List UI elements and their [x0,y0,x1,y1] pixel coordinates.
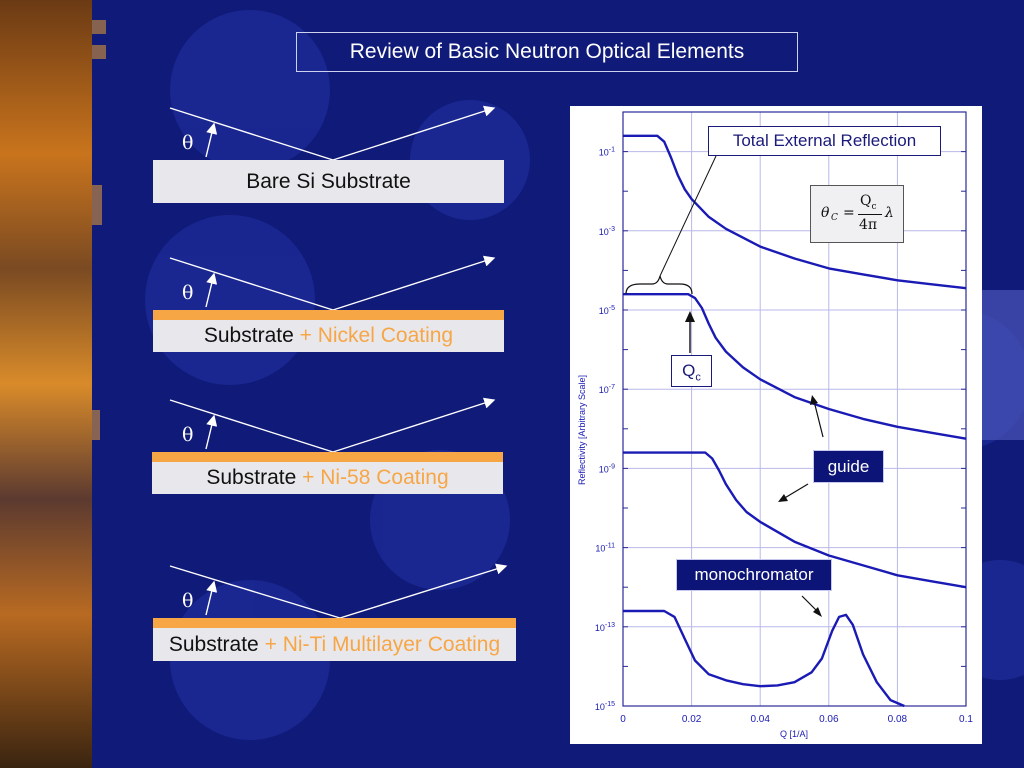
guide-arrow-1 [813,400,824,438]
plus-sign: + [302,466,315,489]
monochromator-arrow-head [813,607,822,617]
slide-title: Review of Basic Neutron Optical Elements [296,32,798,72]
multilayer-coated-substrate: Substrate + Ni-Ti Multilayer Coating [153,618,516,661]
critical-angle-formula: θ C = Qc 4π λ [810,185,904,243]
substrate-label: Substrate [206,466,297,489]
formula-lambda: λ [885,205,894,221]
x-tick-labels: 0 0.02 0.04 0.06 0.08 0.1 [620,714,973,725]
bare-si-substrate: Bare Si Substrate [153,160,504,203]
formula-num-q: Q [860,193,872,209]
qc-brace [625,275,693,295]
y-tick-label: 10-3 [599,226,615,237]
y-tick-label: 10-9 [599,463,615,474]
formula-fraction-bar [858,214,882,215]
y-tick-label: 10-1 [599,147,615,158]
guide-label: guide [813,450,884,483]
reflected-ray-3 [332,397,496,453]
substrate-label: Substrate [168,633,259,656]
y-tick-labels: 10-1 10-3 10-5 10-7 10-9 10-11 10-13 10-15 [595,147,615,712]
incident-ray-3 [169,399,334,453]
ni58-coated-substrate: Substrate + Ni-58 Coating [152,452,503,494]
nickel-coated-substrate: Substrate + Nickel Coating [153,310,504,352]
theta-label-1: θ [182,132,194,154]
qc-label: Qc [671,355,712,387]
reflected-ray-4 [339,563,508,619]
ter-pointer-line [659,155,717,277]
guide-arrow-2-head [778,494,788,502]
coating-label: Ni-Ti Multilayer Coating [282,633,501,656]
angle-arrow-4 [205,580,218,616]
guide-arrow-2 [782,483,809,500]
x-tick-label: 0 [620,714,626,725]
theta-label-2: θ [182,282,194,304]
coating-label: Nickel Coating [317,324,454,347]
reflectivity-curve-1 [623,134,967,290]
reflectivity-curve-4 [623,609,905,708]
incident-ray-1 [169,107,334,161]
y-axis-label: Reflectivity [Arbitrary Scale] [577,375,587,485]
reflected-ray-1 [332,105,496,161]
qc-text: Q [682,361,696,380]
x-tick-label: 0.02 [682,714,702,725]
guide-arrow-1-head [810,395,818,405]
angle-arrow-3 [205,414,218,450]
x-tick-label: 0.08 [888,714,908,725]
y-tick-label: 10-13 [595,622,615,633]
y-tick-label: 10-11 [595,543,615,554]
reflectivity-curve-3 [623,451,967,589]
qc-arrow-head [685,311,695,322]
formula-equals: = [843,205,855,221]
formula-denominator: 4π [859,217,878,233]
y-tick-label: 10-15 [595,701,615,712]
angle-arrow-2 [205,272,218,308]
monochromator-arrow [801,595,819,613]
theta-label-3: θ [182,424,194,446]
y-tick-label: 10-7 [599,384,615,395]
x-tick-label: 0.04 [750,714,770,725]
qc-subscript: c [695,371,701,384]
monochromator-label: monochromator [676,559,832,591]
theta-label-4: θ [182,590,194,612]
plot-panel [570,106,982,744]
coating-label: Ni-58 Coating [320,466,449,489]
x-axis-label: Q [1/A] [780,729,808,739]
angle-arrow-1 [205,122,218,158]
total-external-reflection-label: Total External Reflection [708,126,941,156]
incident-ray-4 [169,565,341,619]
plus-sign: + [299,324,312,347]
substrate-label: Substrate [203,324,294,347]
x-tick-label: 0.1 [959,714,973,725]
reflectivity-curve-2 [623,293,967,440]
curves [623,134,967,708]
formula-numerator: Qc [860,193,877,212]
reflected-ray-2 [332,255,496,311]
x-tick-label: 0.06 [819,714,839,725]
formula-num-sub: c [871,201,877,212]
y-tick-label: 10-5 [599,305,615,316]
formula-theta: θ [821,205,830,221]
plot-frame [622,111,967,707]
substrate-label: Bare Si Substrate [246,170,411,193]
incident-ray-2 [169,257,334,311]
plus-sign: + [264,633,277,656]
formula-theta-sub: C [831,213,838,223]
reflection-diagrams [169,105,508,619]
